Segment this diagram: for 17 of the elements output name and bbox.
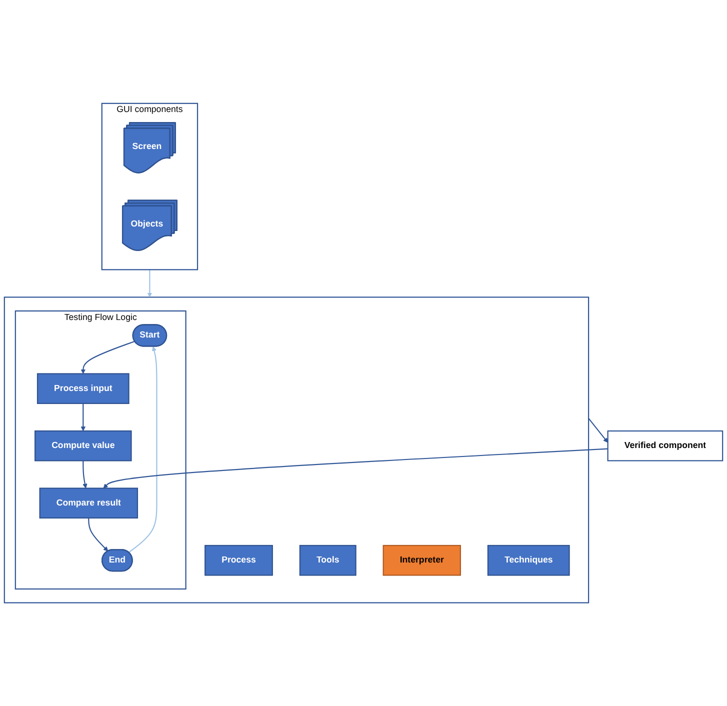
node-box: Compare result bbox=[39, 488, 138, 518]
arrow bbox=[80, 403, 86, 432]
node-box: Interpreter bbox=[382, 544, 461, 576]
node-box: Tools bbox=[299, 544, 356, 576]
node-box: Compute value bbox=[34, 430, 132, 462]
node-box: Verified component bbox=[607, 430, 724, 462]
arrow bbox=[588, 418, 608, 443]
cluster bbox=[4, 296, 590, 604]
arrow bbox=[147, 270, 152, 298]
arrow bbox=[128, 346, 158, 553]
node-box: Process input bbox=[36, 373, 130, 404]
arrow bbox=[82, 460, 88, 488]
node-box: Techniques bbox=[487, 544, 570, 576]
arrow bbox=[80, 340, 135, 374]
arrow bbox=[88, 518, 108, 552]
node-box: Process bbox=[204, 544, 273, 576]
arrow bbox=[103, 448, 608, 488]
